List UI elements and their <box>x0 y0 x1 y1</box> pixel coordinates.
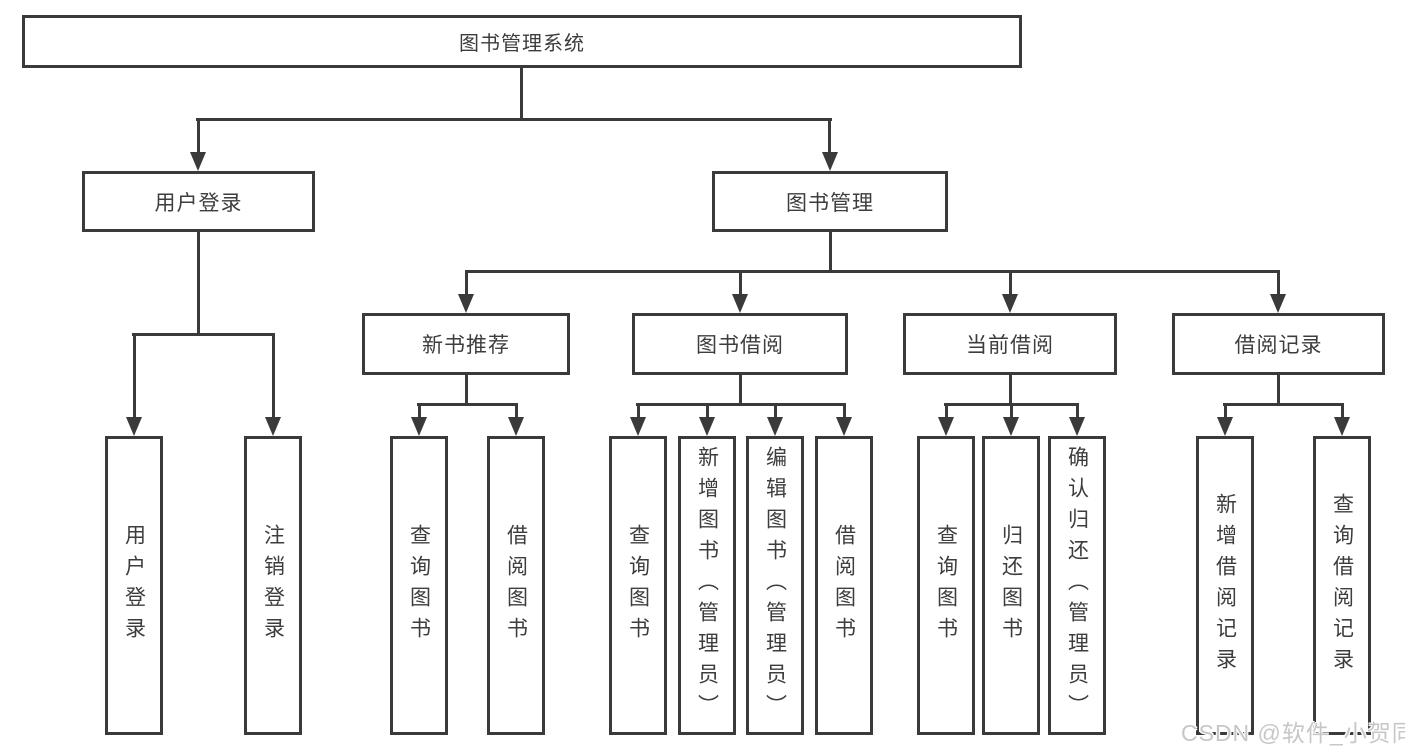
connector-line <box>465 270 468 296</box>
connector-line <box>1009 270 1012 296</box>
connector-line <box>197 232 200 336</box>
arrow-down-icon <box>630 417 646 436</box>
connector-line <box>418 403 421 419</box>
leaf-query-books-2: 查询图书 <box>609 436 667 735</box>
leaf-label: 注销登录 <box>261 523 285 648</box>
leaf-borrow-books-2: 借阅图书 <box>815 436 873 735</box>
leaf-logout-login: 注销登录 <box>244 436 302 735</box>
connector-line <box>1341 403 1344 419</box>
node-borrow-records: 借阅记录 <box>1172 313 1385 375</box>
connector-line <box>706 403 709 419</box>
arrow-down-icon <box>508 417 524 436</box>
arrow-down-icon <box>1270 294 1286 313</box>
arrow-down-icon <box>1003 417 1019 436</box>
node-library-system: 图书管理系统 <box>22 15 1022 68</box>
leaf-user-login: 用户登录 <box>105 436 163 735</box>
node-label: 借阅记录 <box>1234 334 1323 357</box>
connector-line <box>515 403 518 419</box>
leaf-label: 编辑图书（管理员） <box>763 446 787 725</box>
arrow-down-icon <box>938 417 954 436</box>
connector-line <box>637 403 640 419</box>
node-user-login: 用户登录 <box>82 171 315 232</box>
arrow-down-icon <box>822 152 838 171</box>
leaf-query-books: 查询图书 <box>390 436 448 735</box>
leaf-label: 新增借阅记录 <box>1213 492 1237 679</box>
arrow-down-icon <box>411 417 427 436</box>
arrow-down-icon <box>732 294 748 313</box>
arrow-down-icon <box>126 417 142 436</box>
leaf-label: 查询借阅记录 <box>1330 492 1354 679</box>
leaf-label: 查询图书 <box>934 523 958 648</box>
connector-line <box>1277 270 1280 296</box>
connector-line <box>739 375 742 405</box>
node-label: 用户登录 <box>154 191 243 215</box>
connector-line <box>843 403 846 419</box>
leaf-borrow-books: 借阅图书 <box>487 436 545 735</box>
connector-line <box>133 333 136 419</box>
leaf-label: 查询图书 <box>407 523 431 648</box>
connector-line <box>945 403 948 419</box>
connector-line <box>465 375 468 405</box>
leaf-label: 借阅图书 <box>504 523 528 648</box>
connector-line <box>1009 375 1012 405</box>
connector-line <box>1223 403 1344 406</box>
connector-line <box>272 333 275 419</box>
connector-line <box>829 232 832 273</box>
connector-line <box>739 270 742 296</box>
leaf-edit-books-admin: 编辑图书（管理员） <box>746 436 804 735</box>
leaf-label: 确认归还（管理员） <box>1065 446 1089 725</box>
node-label: 新书推荐 <box>422 334 510 357</box>
connector-line <box>417 403 518 406</box>
connector-line <box>1277 375 1280 405</box>
leaf-label: 用户登录 <box>122 523 146 648</box>
arrow-down-icon <box>1217 417 1233 436</box>
leaf-add-books-admin: 新增图书（管理员） <box>678 436 736 735</box>
arrow-down-icon <box>1002 294 1018 313</box>
leaf-add-borrow-record: 新增借阅记录 <box>1196 436 1254 735</box>
leaf-label: 归还图书 <box>999 523 1023 648</box>
arrow-down-icon <box>190 152 206 171</box>
leaf-label: 借阅图书 <box>832 523 856 648</box>
node-current-borrow: 当前借阅 <box>903 313 1117 375</box>
arrow-down-icon <box>1334 417 1350 436</box>
connector-line <box>828 118 831 154</box>
connector-line <box>636 403 846 406</box>
connector-line <box>196 118 832 121</box>
node-label: 当前借阅 <box>966 334 1054 357</box>
node-book-management: 图书管理 <box>712 171 948 232</box>
leaf-label: 查询图书 <box>626 523 650 648</box>
connector-line <box>774 403 777 419</box>
connector-line <box>132 333 275 336</box>
connector-line <box>1010 403 1013 419</box>
arrow-down-icon <box>699 417 715 436</box>
arrow-down-icon <box>767 417 783 436</box>
connector-line <box>520 68 523 120</box>
leaf-return-books: 归还图书 <box>982 436 1040 735</box>
arrow-down-icon <box>836 417 852 436</box>
connector-line <box>197 118 200 154</box>
arrow-down-icon <box>458 294 474 313</box>
connector-line <box>465 270 1280 273</box>
node-label: 图书管理 <box>786 191 874 215</box>
node-label: 图书借阅 <box>696 334 784 357</box>
arrow-down-icon <box>1069 417 1085 436</box>
node-label: 图书管理系统 <box>459 33 585 55</box>
leaf-query-borrow-record: 查询借阅记录 <box>1313 436 1371 735</box>
leaf-confirm-return-admin: 确认归还（管理员） <box>1048 436 1106 735</box>
leaf-label: 新增图书（管理员） <box>695 446 719 725</box>
connector-line <box>1076 403 1079 419</box>
arrow-down-icon <box>265 417 281 436</box>
node-new-book-recommend: 新书推荐 <box>362 313 570 375</box>
connector-line <box>1224 403 1227 419</box>
watermark: CSDN @软件_小贺同学 <box>1181 720 1405 746</box>
leaf-query-books-3: 查询图书 <box>917 436 975 735</box>
node-book-borrow: 图书借阅 <box>632 313 848 375</box>
